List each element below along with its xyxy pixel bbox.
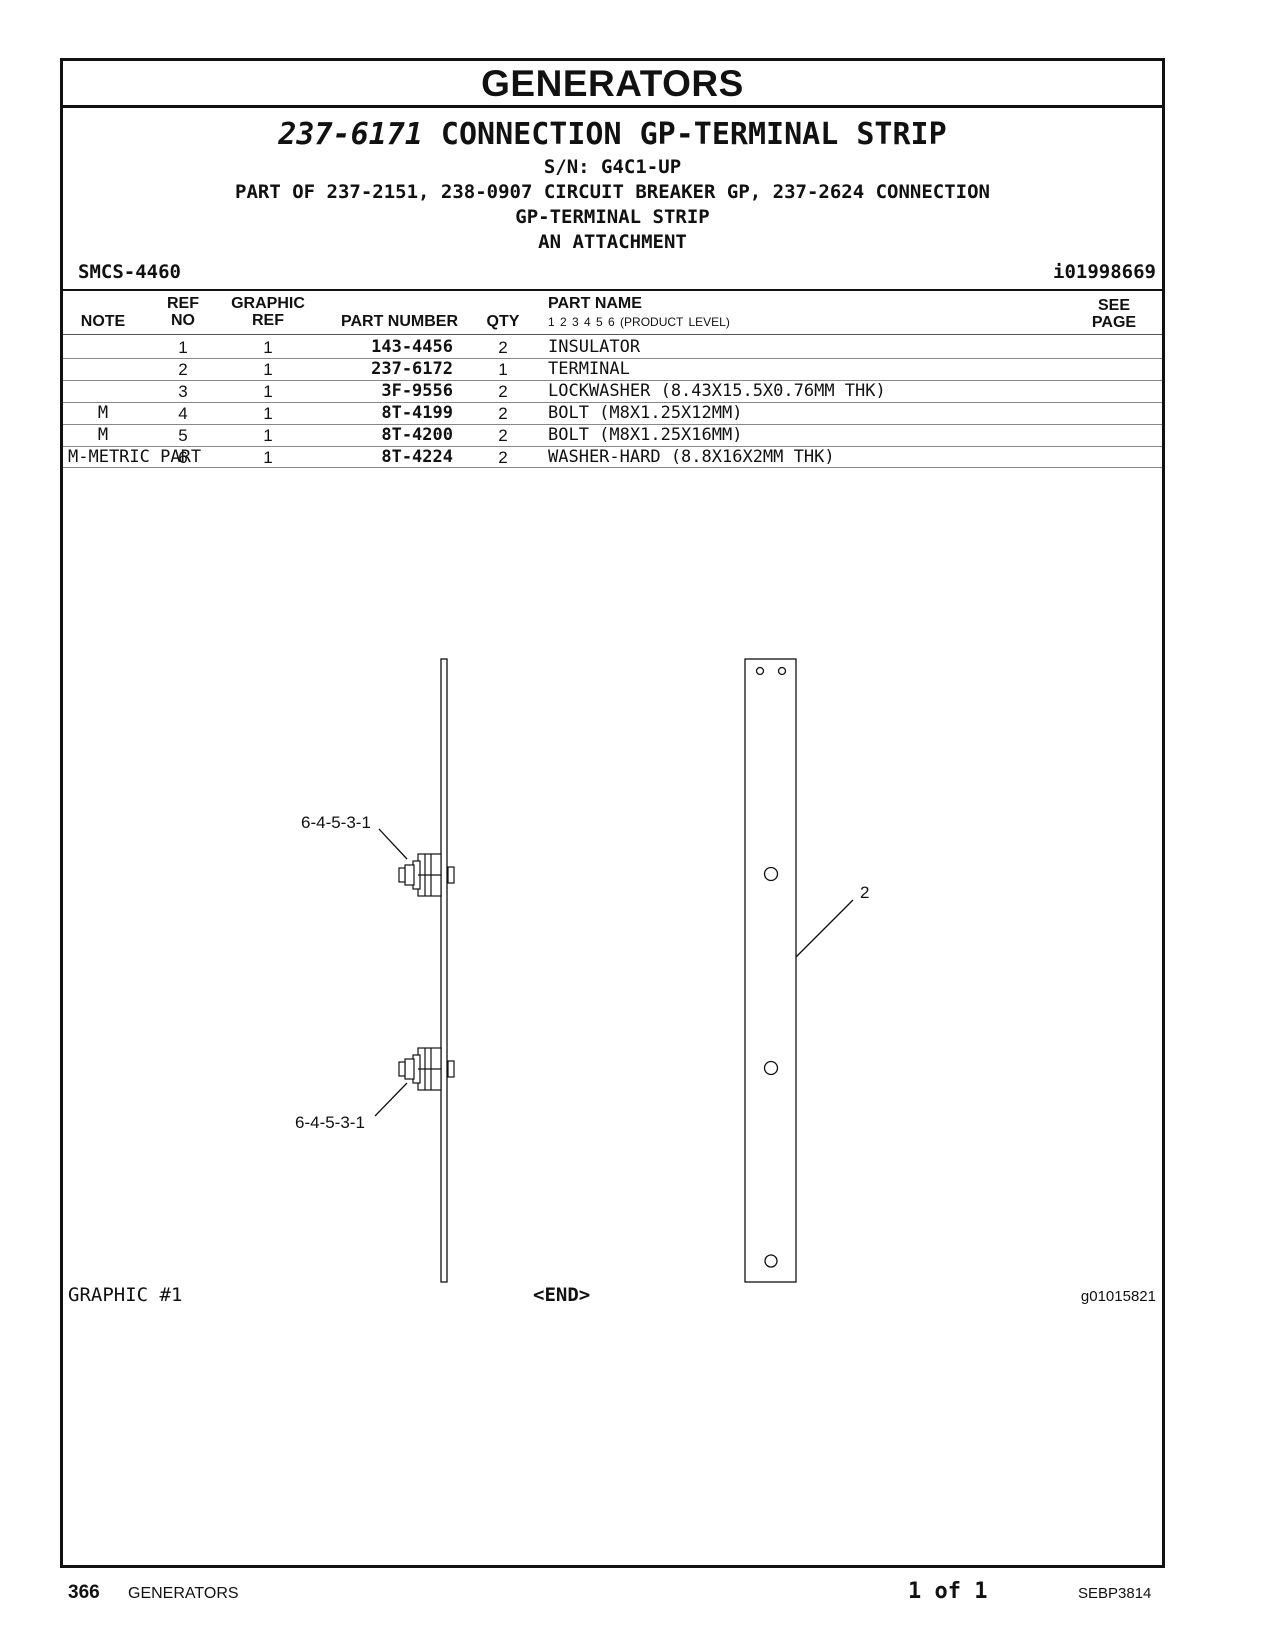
cell-note: M xyxy=(97,425,109,445)
cell-graphic: 1 xyxy=(263,448,273,467)
table-row: 1 1 143-4456 2 INSULATOR xyxy=(63,336,1162,359)
table-row: M 5 1 8T-4200 2 BOLT (M8X1.25X16MM) xyxy=(63,424,1162,447)
cell-note: M xyxy=(97,403,109,423)
column-header-ref-line1: REF xyxy=(167,295,199,312)
cell-graphic: 1 xyxy=(263,338,273,357)
footer-page-count: 1 of 1 xyxy=(908,1579,988,1604)
column-header-see-page: SEE PAGE xyxy=(1084,297,1144,331)
cell-part-number: 237-6172 xyxy=(371,359,453,379)
product-level-legend: 1 2 3 4 5 6 (PRODUCT LEVEL) xyxy=(548,315,730,329)
footer-page-number: 366 xyxy=(68,1582,100,1603)
end-marker: <END> xyxy=(533,1284,591,1306)
cell-part-number: 143-4456 xyxy=(371,337,453,357)
column-header-note: NOTE xyxy=(80,313,126,330)
column-header-graphic-ref: GRAPHIC REF xyxy=(223,295,313,329)
cell-ref: 5 xyxy=(178,426,188,445)
cell-ref: 2 xyxy=(178,360,188,379)
table-row: M 4 1 8T-4199 2 BOLT (M8X1.25X12MM) xyxy=(63,402,1162,425)
page-frame: GENERATORS 237-6171 CONNECTION GP-TERMIN… xyxy=(60,58,1165,1568)
column-header-ref-line2: NO xyxy=(171,312,195,329)
cell-qty: 2 xyxy=(498,426,508,445)
cell-part-number: 3F-9556 xyxy=(381,381,453,401)
callout-terminal: 2 xyxy=(860,883,869,902)
table-row: 6 1 8T-4224 2 WASHER-HARD (8.8X16X2MM TH… xyxy=(63,446,1162,468)
column-header-see-line2: PAGE xyxy=(1091,314,1137,331)
parts-drawing: 6-4-5-3-1 6-4-5-3-1 2 xyxy=(295,658,869,1283)
graphic-id: g01015821 xyxy=(1080,1288,1156,1305)
group-part-number: 237-6171 xyxy=(278,117,423,152)
column-header-graphic-line2: REF xyxy=(252,312,284,329)
cell-part-name: TERMINAL xyxy=(548,359,630,379)
footer-doc-id: SEBP3814 xyxy=(1078,1585,1152,1602)
illustration-id: i01998669 xyxy=(1053,261,1156,283)
cell-qty: 2 xyxy=(498,404,508,423)
cell-part-name: LOCKWASHER (8.43X15.5X0.76MM THK) xyxy=(548,381,886,401)
part-of-line: PART OF 237-2151, 238-0907 CIRCUIT BREAK… xyxy=(235,181,990,203)
cell-ref: 1 xyxy=(178,338,188,357)
callout-upper: 6-4-5-3-1 xyxy=(301,813,371,832)
metric-note: M-METRIC PART xyxy=(68,447,202,467)
part-of-line: AN ATTACHMENT xyxy=(538,231,687,253)
divider xyxy=(63,446,1162,447)
cell-qty: 1 xyxy=(498,360,508,379)
cell-part-name: BOLT (M8X1.25X16MM) xyxy=(548,425,743,445)
cell-part-name: INSULATOR xyxy=(548,337,641,357)
leader-line xyxy=(378,828,408,860)
divider xyxy=(63,334,1162,335)
divider xyxy=(63,105,1162,108)
bolt-assembly-lower xyxy=(398,1047,455,1091)
divider xyxy=(63,289,1162,291)
cell-ref: 4 xyxy=(178,404,188,423)
cell-qty: 2 xyxy=(498,448,508,467)
column-header-graphic-line1: GRAPHIC xyxy=(231,295,305,312)
cell-ref: 3 xyxy=(178,382,188,401)
cell-part-name: BOLT (M8X1.25X12MM) xyxy=(548,403,743,423)
cell-graphic: 1 xyxy=(263,382,273,401)
cell-part-name: WASHER-HARD (8.8X16X2MM THK) xyxy=(548,447,835,467)
leader-line xyxy=(795,899,854,958)
part-of-line: GP-TERMINAL STRIP xyxy=(515,206,710,228)
table-row: 2 1 237-6172 1 TERMINAL xyxy=(63,358,1162,381)
column-header-see-line1: SEE xyxy=(1097,297,1130,314)
cell-graphic: 1 xyxy=(263,360,273,379)
cell-part-number: 8T-4199 xyxy=(381,403,453,423)
smcs-code: SMCS-4460 xyxy=(78,261,181,283)
leader-line xyxy=(374,1082,408,1117)
cell-part-number: 8T-4200 xyxy=(381,425,453,445)
graphic-label: GRAPHIC #1 xyxy=(68,1284,183,1306)
cell-graphic: 1 xyxy=(263,404,273,423)
serial-range: S/N: G4C1-UP xyxy=(543,156,682,178)
divider xyxy=(63,467,1162,468)
cell-part-number: 8T-4224 xyxy=(381,447,453,467)
column-header-ref-no: REF NO xyxy=(158,295,208,329)
cell-qty: 2 xyxy=(498,382,508,401)
column-header-part-number: PART NUMBER xyxy=(340,313,458,330)
footer-section: GENERATORS xyxy=(128,1585,239,1602)
terminal-front-view xyxy=(744,658,797,1283)
cell-qty: 2 xyxy=(498,338,508,357)
group-name: CONNECTION GP-TERMINAL STRIP xyxy=(440,117,947,152)
column-header-qty: QTY xyxy=(486,313,520,330)
group-title: 237-6171 CONNECTION GP-TERMINAL STRIP xyxy=(63,117,1162,152)
bolt-assembly-upper xyxy=(398,853,455,897)
terminal-side-view xyxy=(440,658,448,1283)
cell-ref: 6 xyxy=(178,448,188,467)
callout-lower: 6-4-5-3-1 xyxy=(295,1113,365,1132)
section-title: GENERATORS xyxy=(481,63,744,104)
table-row: 3 1 3F-9556 2 LOCKWASHER (8.43X15.5X0.76… xyxy=(63,380,1162,403)
column-header-part-name: PART NAME xyxy=(548,295,642,312)
cell-graphic: 1 xyxy=(263,426,273,445)
